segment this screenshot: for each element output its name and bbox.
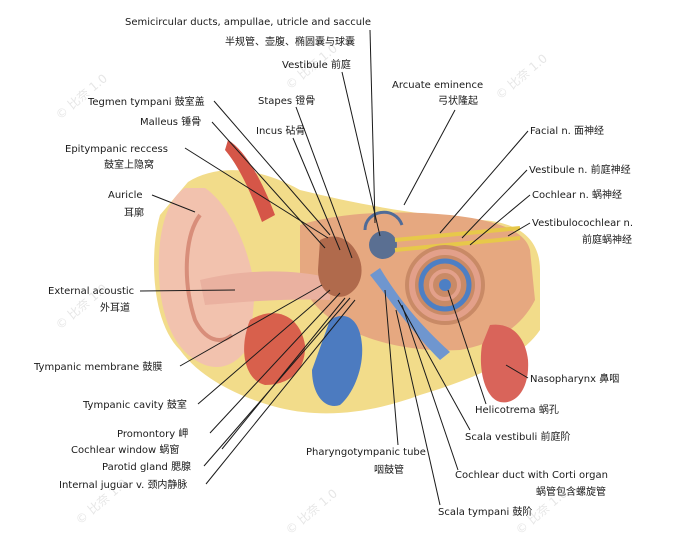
auricle-shape xyxy=(158,188,255,368)
ossicles xyxy=(318,236,362,297)
label-incus: Incus 砧骨 xyxy=(256,124,306,137)
cochlea xyxy=(405,245,485,325)
label-scala-vestibuli: Scala vestibuli 前庭阶 xyxy=(465,430,570,443)
label-vestibulocochlear-zh: 前庭蜗神经 xyxy=(582,233,632,246)
facial-nerve xyxy=(394,226,521,242)
leader-parotid xyxy=(203,297,351,467)
label-scala-tympani: Scala tympani 鼓阶 xyxy=(438,505,532,518)
label-promontory: Promontory 岬 xyxy=(117,428,188,440)
leader-facial xyxy=(439,130,529,234)
vestibulocochlear-nerve xyxy=(394,236,521,252)
leader-helicotrema xyxy=(447,289,487,405)
leader-epitympanic xyxy=(184,147,329,239)
leader-vestibule xyxy=(341,71,381,237)
leader-cochlear-n xyxy=(469,194,531,246)
label-stapes: Stapes 镫骨 xyxy=(258,95,315,107)
leader-tympanic-cavity xyxy=(197,289,331,405)
leader-auricle xyxy=(151,194,196,213)
leader-stapes xyxy=(295,106,353,259)
leader-nasopharynx xyxy=(505,364,529,379)
leader-arcuate xyxy=(403,109,456,206)
semicircular-ducts xyxy=(363,210,404,231)
leader-internal-jugular xyxy=(205,299,356,485)
label-pharyngotympanic: Pharyngotympanic tube xyxy=(306,447,426,458)
label-vestibule: Vestibule 前庭 xyxy=(282,58,351,71)
leader-cochlear-window xyxy=(221,297,346,450)
leader-promontory xyxy=(209,292,341,434)
external-canal xyxy=(200,271,330,305)
leader-semicircular xyxy=(369,29,376,224)
label-epitympanic: Epitympanic reccess xyxy=(65,144,168,155)
leader-malleus xyxy=(211,121,326,249)
watermark: © 比奈 1.0 xyxy=(493,51,550,102)
label-cochlear-duct: Cochlear duct with Corti organ xyxy=(455,470,608,481)
label-facial: Facial n. 面神经 xyxy=(530,124,604,137)
label-external-zh: 外耳道 xyxy=(100,301,130,314)
leader-pharyngotympanic xyxy=(384,289,399,446)
label-vestibulocochlear: Vestibulocochlear n. xyxy=(532,218,633,229)
label-tympanic-membrane: Tympanic membrane 鼓膜 xyxy=(33,360,162,373)
label-cochlear-n: Cochlear n. 蜗神经 xyxy=(532,188,622,201)
temporal-muscle xyxy=(225,140,275,222)
label-arcuate: Arcuate eminence xyxy=(392,80,483,91)
label-nasopharynx: Nasopharynx 鼻咽 xyxy=(530,372,619,385)
label-arcuate-zh: 弓状隆起 xyxy=(438,94,478,107)
label-internal-jugular: Internal juguar v. 颈内静脉 xyxy=(59,478,187,491)
label-auricle: Auricle xyxy=(108,190,143,201)
leader-lines xyxy=(139,29,531,506)
label-cochlear-window: Cochlear window 蜗窗 xyxy=(71,443,179,456)
leader-tegmen xyxy=(213,100,331,236)
leader-incus xyxy=(292,137,341,251)
label-pharyngotympanic-zh: 咽鼓管 xyxy=(374,463,404,476)
watermark: © 比奈 1.0 xyxy=(283,486,340,537)
pharyngotympanic-canal xyxy=(370,268,450,360)
leader-external xyxy=(139,289,236,292)
leader-tympanic-membrane xyxy=(179,284,323,367)
label-semicircular-zh: 半规管、壶腹、椭圆囊与球囊 xyxy=(225,35,355,48)
auricle-inner xyxy=(184,213,234,342)
ear-illustration xyxy=(154,140,541,414)
vestibule-bulb xyxy=(369,231,397,259)
label-cochlear-duct-zh: 蜗管包含螺旋管 xyxy=(536,485,606,498)
label-external: External acoustic xyxy=(48,286,134,297)
leader-scala-tympani xyxy=(395,309,441,506)
nasopharynx-shape xyxy=(480,324,529,403)
leader-scala-vestibuli xyxy=(397,299,471,431)
label-parotid: Parotid gland 腮腺 xyxy=(102,460,191,473)
leader-cochlear-duct xyxy=(401,304,459,471)
label-tympanic-cavity: Tympanic cavity 鼓室 xyxy=(82,398,187,411)
label-helicotrema: Helicotrema 蜗孔 xyxy=(475,404,559,416)
label-epitympanic-zh: 鼓室上隐窝 xyxy=(104,158,154,171)
leader-vestibulocochlear xyxy=(507,222,531,237)
label-tegmen: Tegmen tympani 鼓室盖 xyxy=(87,95,205,108)
label-vestibule-n: Vestibule n. 前庭神经 xyxy=(529,163,631,176)
label-semicircular: Semicircular ducts, ampullae, utricle an… xyxy=(125,17,371,28)
leader-vestibule-n xyxy=(461,169,528,239)
label-malleus: Malleus 锤骨 xyxy=(140,115,201,128)
labels: Semicircular ducts, ampullae, utricle an… xyxy=(33,17,633,518)
label-auricle-zh: 耳廓 xyxy=(124,206,144,219)
